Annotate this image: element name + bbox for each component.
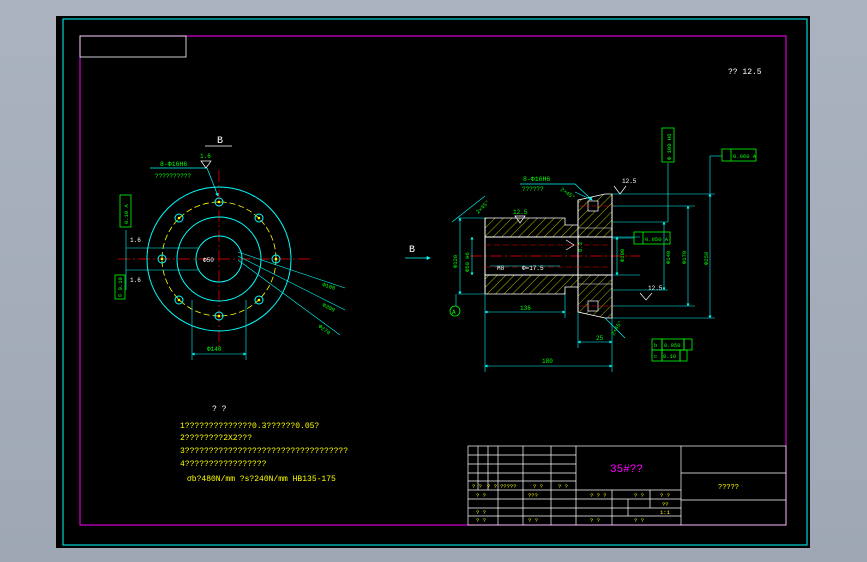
hatch-upper-flange <box>577 193 613 238</box>
tol-concentric-frame: b 0.050 c 0.10 <box>651 338 693 362</box>
left-hole-callout: 8-Φ16H6 <box>160 161 187 168</box>
corner-code-box <box>79 35 187 58</box>
hatch-lower-hub <box>484 274 579 295</box>
right-dim-length-2: 25 <box>596 335 604 342</box>
inner-border <box>79 35 787 526</box>
svg-text:? ?: ? ? <box>476 492 486 499</box>
view-label-b: B <box>217 136 223 147</box>
right-dim-bore-2: Φ50 H6 <box>464 252 471 272</box>
bolt-holes <box>157 197 281 321</box>
hatch-upper-hub <box>484 217 579 238</box>
note-line: 3?????????????????????????????????? <box>180 447 348 456</box>
view-direction-label: B <box>409 245 415 256</box>
tol-flatness-frame: 0.060 A <box>721 148 757 162</box>
drawing-name: ????? <box>718 484 739 492</box>
bolt-hole-centers <box>160 200 278 318</box>
svg-text:? ?: ? ? <box>528 517 538 524</box>
part-outline <box>484 194 613 318</box>
svg-text:? ?: ? ? <box>634 517 644 524</box>
bolt-hole <box>214 197 224 207</box>
left-flatness-tolerance <box>114 274 126 300</box>
left-hole-note: ?????????? <box>155 173 191 180</box>
svg-text:? ?: ? ? <box>634 492 644 499</box>
right-dim-length-1: 136 <box>520 305 531 312</box>
svg-text:? ?: ? ? <box>558 483 568 490</box>
svg-text:? ?: ? ? <box>472 483 482 490</box>
datum-a-symbol <box>449 305 461 317</box>
roughness-top: 12.5 <box>622 178 637 185</box>
svg-text:0.060 A: 0.060 A <box>733 153 757 160</box>
outer-frame <box>62 18 808 546</box>
outer-flange-circle <box>146 186 292 332</box>
notes-heading: ? ? <box>212 405 227 414</box>
tol-parallel-frame: 0.050 A <box>612 231 671 245</box>
svg-text:0.10 A: 0.10 A <box>123 203 130 224</box>
hatch-lower-flange <box>577 274 613 319</box>
bolt-hole <box>254 213 264 223</box>
bolt-hole <box>214 311 224 321</box>
right-dim-outer-1: Φ140 <box>665 251 672 264</box>
right-dim-length-total: 180 <box>542 358 553 365</box>
right-hole-callout: 8-Φ16H6 <box>523 176 550 183</box>
bolt-hole <box>157 254 167 264</box>
left-dim-diag-1: Φ100 <box>321 281 336 292</box>
roughness-c: 6.3 <box>577 242 584 252</box>
note-line: σb?480N/mm ?s?240N/mm HB135-175 <box>187 475 336 484</box>
material-label: 35#?? <box>610 464 643 476</box>
title-block <box>467 445 787 526</box>
svg-text:? ?: ? ? <box>476 509 486 516</box>
note-line: 1??????????????0.3??????0.05? <box>180 422 319 431</box>
svg-text:? ?: ? ? <box>533 483 543 490</box>
right-dim-pitch: Φ=17.5 <box>522 265 544 272</box>
right-dim-flange: Φ258 <box>703 252 710 265</box>
svg-text:???: ??? <box>528 492 538 499</box>
svg-text:Φ 100 H6: Φ 100 H6 <box>666 134 673 160</box>
bore-circle <box>195 235 243 283</box>
svg-text:A: A <box>452 309 456 316</box>
svg-text:© 0.10: © 0.10 <box>117 277 124 297</box>
svg-text:0.050 A: 0.050 A <box>645 236 669 243</box>
svg-text:1:1: 1:1 <box>660 509 671 516</box>
svg-text:? ? ?: ? ? ? <box>590 492 607 499</box>
left-position-tolerance <box>119 194 132 228</box>
svg-text:??: ?? <box>662 501 669 508</box>
note-line: 2????????2X2??? <box>180 434 252 443</box>
roughness-a: 12.5 <box>513 209 528 216</box>
svg-text:? ?: ? ? <box>660 492 670 499</box>
svg-text:? ?: ? ? <box>476 517 486 524</box>
note-line: 4????????????????? <box>180 460 267 469</box>
right-dim-bore-1: Φ120 <box>452 255 459 268</box>
roughness-b: 12.5 <box>648 285 663 292</box>
right-dim-m8: M8 <box>497 265 505 272</box>
hub-circle <box>176 216 262 302</box>
right-hole-note: ?????? <box>522 186 544 193</box>
bolt-hole <box>174 213 184 223</box>
bolt-hole <box>254 295 264 305</box>
svg-text:0.10: 0.10 <box>663 353 676 360</box>
left-dim-center: Φ50 <box>203 257 214 264</box>
svg-text:? ?: ? ? <box>590 517 600 524</box>
title-block-text: ? ? ? ? ????? ? ? ? ? ? ? ??? ? ? ? ? ? … <box>472 483 671 524</box>
drawing-sheet <box>56 16 810 548</box>
vertical-tolerance-frame <box>661 127 675 163</box>
svg-text:b: b <box>654 342 657 349</box>
right-view: B Φ120 Φ50 H6 2×45° <box>405 127 757 372</box>
right-dim-inner: Φ100 <box>619 249 626 262</box>
svg-text:c: c <box>654 353 657 360</box>
technical-notes: ? ? 1??????????????0.3??????0.05? 2?????… <box>180 405 348 484</box>
svg-text:1.6: 1.6 <box>130 277 141 284</box>
left-dim-1-6: 1.6 <box>130 237 141 244</box>
svg-text:?????: ????? <box>500 483 517 490</box>
svg-text:0.050: 0.050 <box>664 342 681 349</box>
general-roughness-mark: ?? 12.5 <box>728 68 762 77</box>
right-dim-outer-2: Φ170 <box>681 251 688 264</box>
bolt-hole <box>271 254 281 264</box>
svg-text:? ?: ? ? <box>487 483 497 490</box>
bolt-hole <box>174 295 184 305</box>
left-view: B 8-Φ16H6 ?????????? 1.6 0.10 A © 0.10 1… <box>114 136 346 360</box>
left-roughness: 1.6 <box>200 153 211 160</box>
left-dim-bottom: Φ140 <box>207 346 222 353</box>
